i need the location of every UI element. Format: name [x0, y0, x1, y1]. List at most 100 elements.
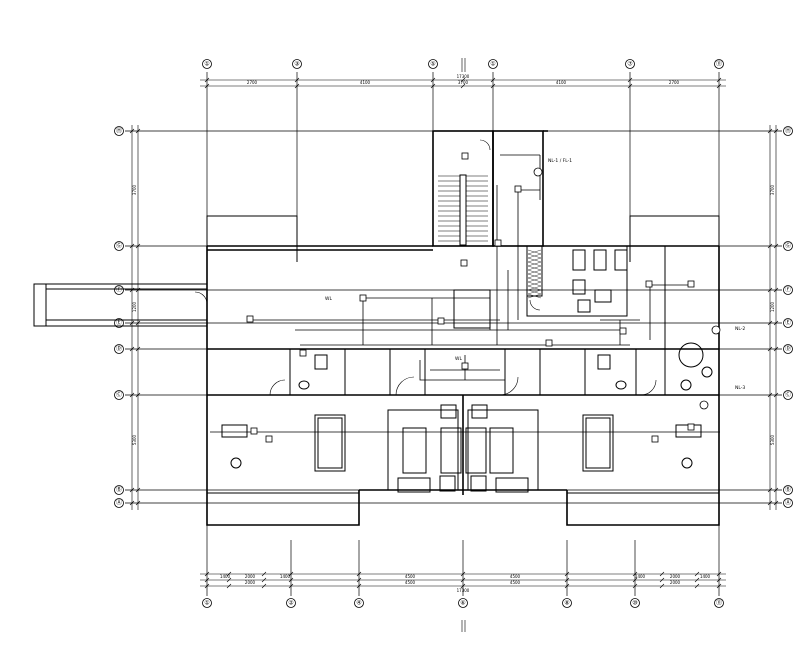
- dim-bottom-mid-1: 2000: [245, 580, 256, 585]
- svg-text:④: ④: [356, 600, 361, 607]
- dim-tick: [129, 392, 135, 398]
- dim-tick: [356, 583, 362, 589]
- svg-text:⑤: ⑤: [430, 61, 435, 68]
- svg-text:Ⓗ: Ⓗ: [116, 127, 122, 135]
- dim-tick: [261, 571, 267, 577]
- dim-tick: [129, 487, 135, 493]
- dim-top-5: 2700: [669, 80, 680, 85]
- axis-bubble-left-4: Ⓔ: [114, 318, 124, 328]
- dim-tick: [204, 571, 210, 577]
- dim-tick: [632, 583, 638, 589]
- svg-text:Ⓓ: Ⓓ: [116, 345, 122, 353]
- dim-tick: [773, 287, 779, 293]
- axis-bubble-left-8: Ⓐ: [114, 498, 124, 508]
- dimension-texts: 2700 4100 3700 4100 2700 17300 1400 2000…: [132, 74, 775, 593]
- dim-right-1: 3700: [770, 184, 775, 195]
- dim-tick: [659, 583, 665, 589]
- hatch-line: [527, 269, 542, 275]
- dim-tick: [135, 487, 141, 493]
- axis-bubble-top-6: ⑪: [714, 59, 724, 69]
- dim-top-4: 4100: [556, 80, 567, 85]
- dim-top-1: 2700: [247, 80, 258, 85]
- dim-bottom-5: 4500: [510, 574, 521, 579]
- hatch-line: [527, 285, 542, 291]
- dim-tick: [627, 83, 633, 89]
- dim-tick: [694, 577, 700, 583]
- axis-bubble-left-5: Ⓓ: [114, 344, 124, 354]
- dim-bottom-6: 1400: [635, 574, 646, 579]
- hatch-line: [527, 289, 542, 295]
- dim-tick: [564, 583, 570, 589]
- dim-tick: [460, 583, 466, 589]
- axis-bubble-left-6: Ⓒ: [114, 390, 124, 400]
- dim-tick: [129, 346, 135, 352]
- axis-bubble-bottom-3: ④: [354, 598, 364, 608]
- hatch-line: [527, 273, 542, 279]
- dim-right-3: 5300: [770, 434, 775, 445]
- hatch-line: [527, 277, 542, 283]
- svg-text:Ⓗ: Ⓗ: [785, 127, 791, 135]
- dim-left-2: 1200: [132, 301, 137, 312]
- dim-tick: [694, 583, 700, 589]
- dim-tick: [767, 287, 773, 293]
- note-riser-top: NL-1 / FL-1: [548, 158, 572, 164]
- dim-tick: [226, 571, 232, 577]
- axis-bubble-left-1: Ⓗ: [114, 126, 124, 136]
- axis-bubble-bottom-4: ⑥: [458, 598, 468, 608]
- dim-tick: [430, 77, 436, 83]
- axis-bubble-top-5: ⑦: [625, 59, 635, 69]
- axis-bubble-bottom-1: ①: [202, 598, 212, 608]
- dim-bottom-3: 1400: [280, 574, 291, 579]
- dim-tick: [632, 571, 638, 577]
- dim-tick: [659, 577, 665, 583]
- dim-tick: [261, 577, 267, 583]
- dim-tick: [135, 128, 141, 134]
- axis-bubble-right-2: Ⓖ: [783, 241, 793, 251]
- dim-bottom-mid-2: 4500: [405, 580, 416, 585]
- axis-bubble-top-2: ③: [292, 59, 302, 69]
- svg-text:⑪: ⑪: [716, 60, 722, 68]
- dim-tick: [294, 77, 300, 83]
- dim-tick: [773, 500, 779, 506]
- dim-tick: [767, 320, 773, 326]
- svg-text:Ⓖ: Ⓖ: [785, 242, 791, 250]
- svg-text:①: ①: [204, 600, 209, 607]
- svg-text:①: ①: [204, 61, 209, 68]
- dim-tick: [460, 577, 466, 583]
- dim-top-2: 4100: [360, 80, 371, 85]
- hatch-line: [527, 249, 542, 255]
- axis-bubble-bottom-6: ⑩: [630, 598, 640, 608]
- dim-tick: [460, 83, 466, 89]
- dim-tick: [204, 83, 210, 89]
- kitchen-hatch: [527, 249, 542, 299]
- axis-bubble-bottom-5: ⑧: [562, 598, 572, 608]
- hatch-line: [527, 265, 542, 271]
- dim-tick: [490, 83, 496, 89]
- stair: [438, 174, 488, 246]
- dim-tick: [460, 571, 466, 577]
- svg-text:⑥: ⑥: [460, 600, 465, 607]
- dim-tick: [204, 583, 210, 589]
- dim-tick: [129, 243, 135, 249]
- dim-tick: [129, 128, 135, 134]
- dim-bottom-mid-4: 2000: [670, 580, 681, 585]
- dim-left-3: 5300: [132, 434, 137, 445]
- axis-bubble-right-8: Ⓐ: [783, 498, 793, 508]
- axis-bubble-top-3: ⑤: [428, 59, 438, 69]
- dim-tick: [135, 500, 141, 506]
- doors: [194, 139, 657, 396]
- hatch-line: [527, 293, 542, 299]
- fixtures: [221, 249, 713, 493]
- svg-text:Ⓕ: Ⓕ: [785, 286, 791, 294]
- dim-tick: [773, 392, 779, 398]
- dim-top-3: 3700: [458, 80, 469, 85]
- svg-text:②: ②: [288, 600, 294, 607]
- dim-tick: [204, 77, 210, 83]
- dim-tick: [659, 571, 665, 577]
- grid-lines: [125, 72, 782, 596]
- dim-tick: [716, 583, 722, 589]
- axis-bubble-right-4: Ⓔ: [783, 318, 793, 328]
- hatch-line: [527, 257, 542, 263]
- axis-bubbles-top: ① ③ ⑤ ① ⑦ ⑪: [202, 59, 724, 69]
